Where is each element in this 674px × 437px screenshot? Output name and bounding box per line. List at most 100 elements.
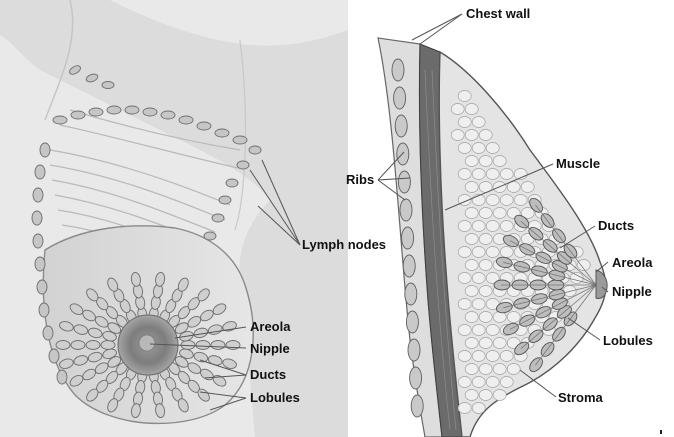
lobules-left xyxy=(55,271,241,419)
stroma-cell xyxy=(478,363,493,375)
lobule xyxy=(177,398,189,413)
lobule xyxy=(87,351,103,363)
rib xyxy=(393,86,407,110)
rib xyxy=(410,394,424,418)
lobule xyxy=(102,331,117,342)
stroma-cell xyxy=(457,324,472,336)
lobule xyxy=(130,403,141,419)
stroma-cell xyxy=(464,207,479,219)
stroma-cell xyxy=(457,376,472,388)
duct xyxy=(520,284,597,350)
lymph-chain xyxy=(31,65,262,385)
stroma-cell xyxy=(499,376,514,388)
stroma-cell xyxy=(485,168,500,180)
rib xyxy=(402,254,416,278)
stroma-cell xyxy=(457,350,472,362)
lobule xyxy=(130,271,141,287)
stroma-cell xyxy=(471,220,486,232)
ribs-column xyxy=(391,58,424,418)
lobule xyxy=(85,340,101,350)
stroma-cell xyxy=(478,207,493,219)
stroma-cell xyxy=(471,142,486,154)
stroma-cell xyxy=(485,350,500,362)
stroma-cell xyxy=(471,272,486,284)
stroma-cell xyxy=(450,103,465,115)
stroma-cell xyxy=(499,246,514,258)
stroma-cell xyxy=(520,181,535,193)
label-stroma: Stroma xyxy=(558,390,603,405)
lobule xyxy=(195,340,211,350)
stroma-cell xyxy=(485,324,500,336)
lobule xyxy=(73,324,89,335)
stroma-cell xyxy=(464,285,479,297)
stroma-cell xyxy=(485,272,500,284)
rib xyxy=(394,114,408,138)
stroma-cell xyxy=(478,285,493,297)
lobule xyxy=(70,340,86,350)
stroma-cell xyxy=(478,337,493,349)
rib xyxy=(407,338,421,362)
label-areola-left: Areola xyxy=(250,319,291,334)
stroma-cell xyxy=(471,376,486,388)
stroma-cell xyxy=(499,220,514,232)
stroma-cell xyxy=(457,272,472,284)
stroma-cell xyxy=(457,116,472,128)
stroma-cell xyxy=(464,103,479,115)
stroma-cell xyxy=(464,259,479,271)
rib xyxy=(409,366,423,390)
rib xyxy=(399,198,413,222)
stroma-cell xyxy=(492,337,507,349)
stroma-cell xyxy=(471,402,486,414)
lobule xyxy=(59,321,74,332)
stroma-cell xyxy=(485,246,500,258)
label-ribs: Ribs xyxy=(346,172,375,187)
label-ducts-right: Ducts xyxy=(598,218,635,233)
rib xyxy=(404,282,418,306)
rib xyxy=(401,226,415,250)
stroma-cell xyxy=(492,363,507,375)
duct xyxy=(509,284,597,330)
stroma-cell xyxy=(492,155,507,167)
side-view xyxy=(377,37,662,437)
lobule xyxy=(86,388,99,402)
stroma-cell xyxy=(464,337,479,349)
label-nipple-right: Nipple xyxy=(612,284,652,299)
stroma-cell xyxy=(485,194,500,206)
stroma-cell xyxy=(478,233,493,245)
lobule xyxy=(86,288,99,302)
stroma-cell xyxy=(492,207,507,219)
label-areola-right: Areola xyxy=(612,255,653,270)
rib xyxy=(391,58,405,82)
stroma-cell xyxy=(464,233,479,245)
label-muscle: Muscle xyxy=(556,156,601,171)
stroma-cell xyxy=(478,155,493,167)
stroma-cell xyxy=(471,298,486,310)
lobule xyxy=(69,374,84,387)
stroma-cell xyxy=(513,194,528,206)
stroma-cell xyxy=(457,168,472,180)
duct xyxy=(509,240,597,286)
lobule xyxy=(73,355,89,366)
lobule xyxy=(212,303,227,316)
stroma-cell xyxy=(499,168,514,180)
stroma-cell xyxy=(478,129,493,141)
stroma-cells xyxy=(450,90,591,414)
duct xyxy=(503,261,597,286)
stroma-cell xyxy=(457,246,472,258)
stroma-cell xyxy=(457,402,472,414)
stroma-cell xyxy=(485,220,500,232)
label-nipple-left: Nipple xyxy=(250,341,290,356)
stroma-cell xyxy=(478,311,493,323)
lobule xyxy=(179,348,194,359)
lobule xyxy=(155,403,166,419)
label-lymph-nodes: Lymph nodes xyxy=(302,237,387,252)
rib xyxy=(405,310,419,334)
stroma-cell xyxy=(471,168,486,180)
stroma-cell xyxy=(520,207,535,219)
label-ducts-left: Ducts xyxy=(250,367,287,382)
stroma-cell xyxy=(464,389,479,401)
stroma-cell xyxy=(450,129,465,141)
lobule xyxy=(59,358,74,369)
stroma-cell xyxy=(471,350,486,362)
lobule xyxy=(100,340,116,350)
